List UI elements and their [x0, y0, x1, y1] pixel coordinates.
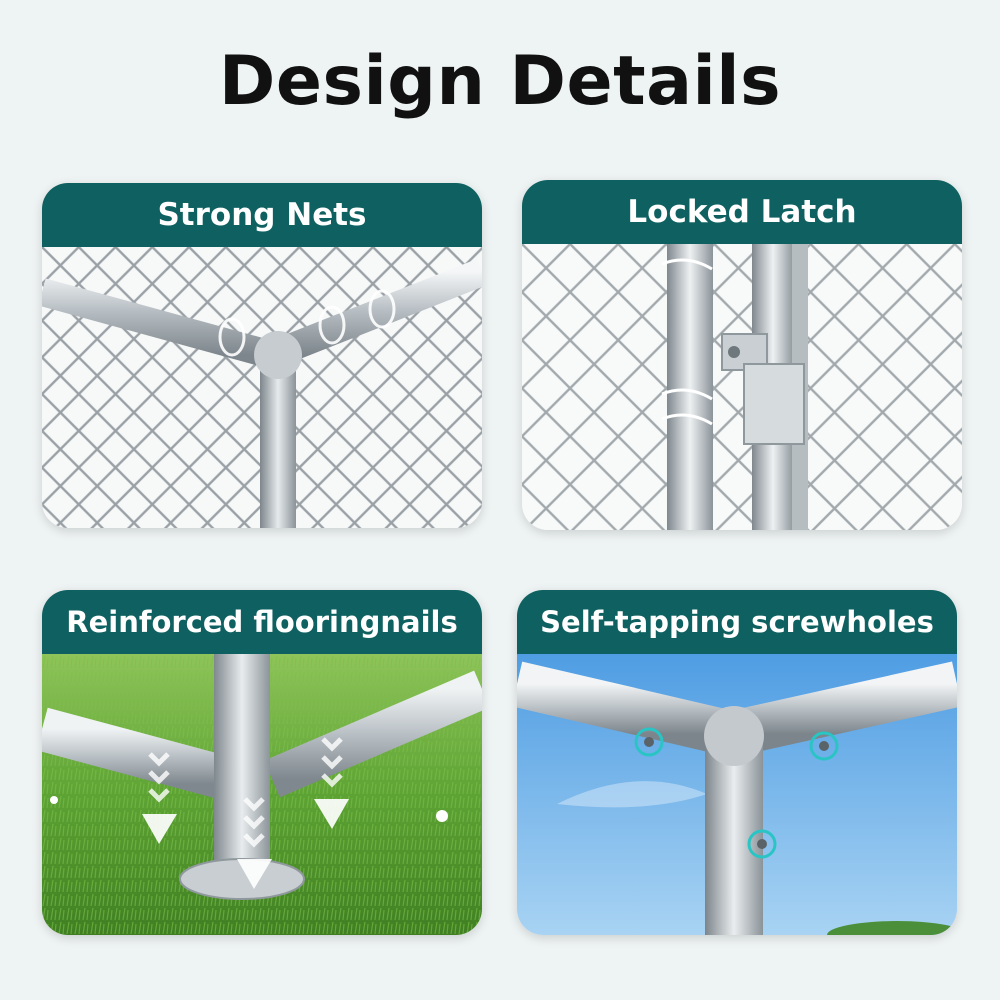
card-banner: Self-tapping screwholes: [517, 590, 957, 654]
card-banner: Strong Nets: [42, 183, 482, 247]
card-strong-nets: Strong Nets: [42, 183, 482, 528]
card-reinforced-flooringnails: Reinforced flooringnails: [42, 590, 482, 935]
locked-latch-photo: [522, 244, 962, 530]
card-banner: Locked Latch: [522, 180, 962, 244]
screwholes-photo: [517, 654, 957, 935]
flooring-nails-photo: [42, 654, 482, 935]
card-banner: Reinforced flooringnails: [42, 590, 482, 654]
card-self-tapping-screwholes: Self-tapping screwholes: [517, 590, 957, 935]
page-title: Design Details: [218, 42, 782, 121]
strong-nets-photo: [42, 247, 482, 528]
card-locked-latch: Locked Latch: [522, 180, 962, 530]
